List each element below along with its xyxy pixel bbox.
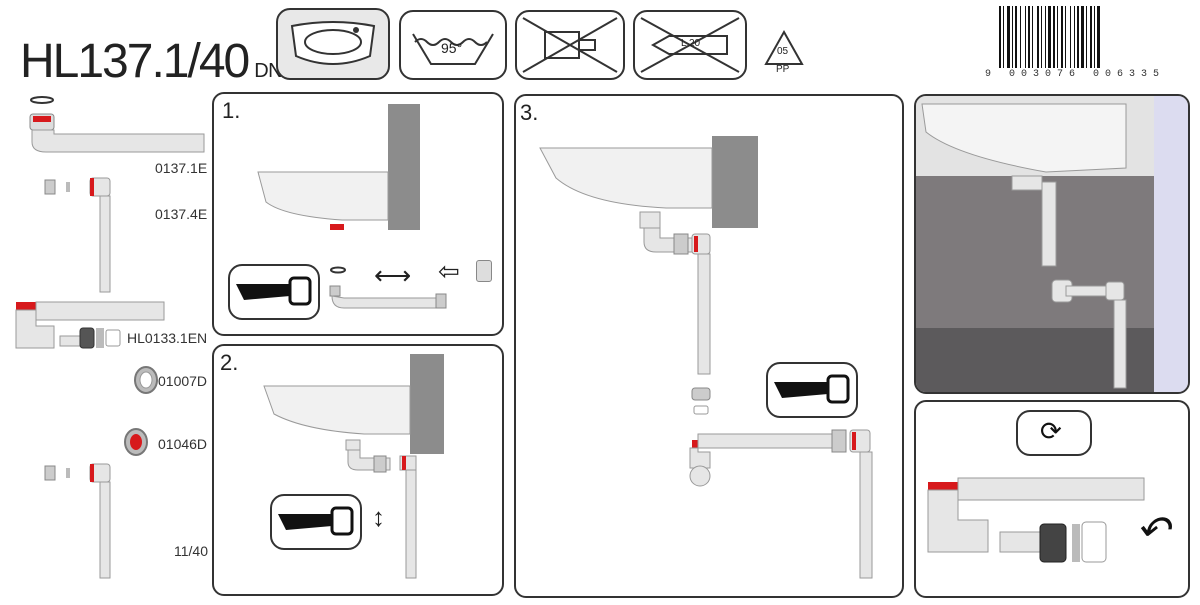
siphon-rotate-panel: ⟳ ↶ <box>914 400 1190 598</box>
parts-list <box>0 90 210 600</box>
arrow-left-right-icon: ⟷ <box>374 260 412 290</box>
basin-icon <box>276 8 390 80</box>
product-title: HL137.1/40DN40 <box>20 35 304 88</box>
part-code-01046d: 01046D <box>158 436 208 452</box>
arrow-left-icon: ⇦ <box>438 256 460 286</box>
step-3-panel: 3. <box>514 94 904 598</box>
step-2-number: 2. <box>220 350 239 375</box>
no-flame-icon <box>515 10 625 80</box>
recycle-material: PP <box>776 64 790 75</box>
recycle-pp-icon: 05 PP <box>762 28 806 78</box>
recycle-code: 05 <box>777 46 789 57</box>
part-code-11-40: 11/40 <box>174 543 208 559</box>
step-1-panel: 1. ⟷ ⇦ <box>212 92 504 336</box>
step-3-number: 3. <box>520 100 539 125</box>
part-code-hl0133-1en: HL0133.1EN <box>127 330 208 346</box>
barcode-number: 9 003076 006335 <box>985 69 1166 80</box>
temperature-95-icon: 95° <box>399 10 507 80</box>
nut-part <box>476 260 492 282</box>
no-lubricant-icon: L 20 <box>633 10 747 80</box>
temperature-label: 95° <box>441 40 463 56</box>
saw-icon <box>228 264 320 320</box>
step-1-number: 1. <box>222 98 241 123</box>
installed-view-panel <box>914 94 1190 394</box>
part-code-01007d: 01007D <box>158 373 208 389</box>
arrow-up-down-icon: ↕ <box>372 502 385 532</box>
part-code-0137-1e: 0137.1E <box>155 160 208 176</box>
model-number: HL137.1/40 <box>20 35 250 88</box>
part-code-0137-4e: 0137.4E <box>155 206 208 222</box>
rotate-icon: ⟳ <box>1016 410 1092 456</box>
lubricant-label: L 20 <box>681 38 701 49</box>
barcode <box>997 6 1159 72</box>
saw-icon <box>766 362 858 418</box>
step-2-panel: 2. ↕ <box>212 344 504 596</box>
curved-arrow-icon: ↶ <box>1136 509 1170 553</box>
saw-icon <box>270 494 362 550</box>
